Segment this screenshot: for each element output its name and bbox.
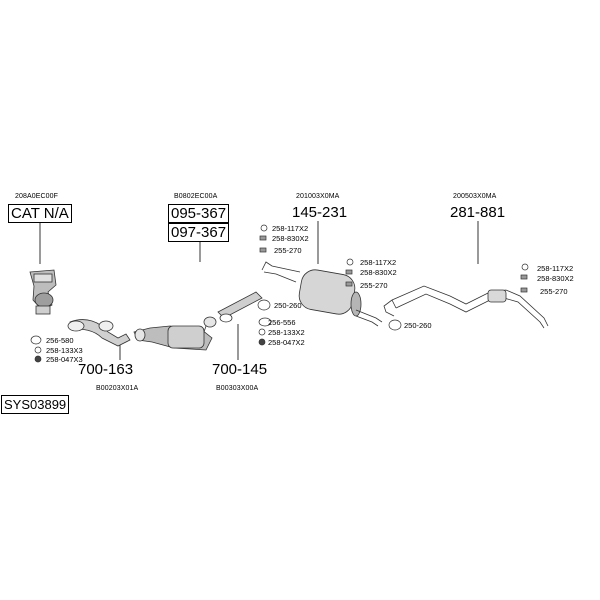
part-front-pipe[interactable]: 700-163 <box>78 361 134 378</box>
hw-inter-3[interactable]: 258-047X2 <box>268 338 305 347</box>
hw-muf-front-3[interactable]: 255-270 <box>274 246 302 255</box>
ref-rear: 200503X0MA <box>453 193 497 200</box>
ref-downpipe: B0802EC00A <box>174 193 218 200</box>
part-cat[interactable]: CAT N/A <box>8 204 72 223</box>
diagram-id: SYS03899 <box>1 395 70 414</box>
ref-muffler: 201003X0MA <box>296 193 340 200</box>
hw-muf-rear-2[interactable]: 258-830X2 <box>360 268 397 277</box>
part-downpipe-alt[interactable]: 097-367 <box>168 223 230 242</box>
hw-tail-3[interactable]: 255-270 <box>540 287 568 296</box>
front-pipe-shape <box>67 319 131 347</box>
clamp-icons <box>259 235 528 293</box>
hw-tail-1[interactable]: 258-117X2 <box>537 264 574 273</box>
ref-cat: 208A0EC00F <box>15 193 59 200</box>
hw-muf-rear-3[interactable]: 255-270 <box>360 281 388 290</box>
cat-converter-shape <box>29 269 57 315</box>
hw-muf-front-2[interactable]: 258-830X2 <box>272 234 309 243</box>
hw-muf-gasket[interactable]: 250-260 <box>404 321 432 330</box>
hw-muf-rear-1[interactable]: 258-117X2 <box>360 258 397 267</box>
part-intermediate[interactable]: 700-145 <box>212 361 268 378</box>
part-downpipe-main[interactable]: 095-367 <box>168 204 230 223</box>
hw-front-3[interactable]: 258-047X3 <box>46 355 83 364</box>
rear-pipe-shape <box>383 285 549 329</box>
hw-front-2[interactable]: 258-133X3 <box>46 346 83 355</box>
hw-gasket[interactable]: 250-260 <box>274 301 302 310</box>
muffler-shape <box>261 261 383 327</box>
hw-inter-2[interactable]: 258-133X2 <box>268 328 305 337</box>
part-muffler[interactable]: 145-231 <box>292 204 348 221</box>
ref-front-pipe: B00203X01A <box>96 385 139 392</box>
hw-muf-front-1[interactable]: 258-117X2 <box>272 224 309 233</box>
hw-front-1[interactable]: 256-580 <box>46 336 74 345</box>
gasket-icons <box>30 224 529 363</box>
hw-tail-2[interactable]: 258-830X2 <box>537 274 574 283</box>
part-rear[interactable]: 281-881 <box>450 204 506 221</box>
hw-inter-1[interactable]: 256-556 <box>268 318 296 327</box>
downpipe-converter-shape <box>133 316 217 351</box>
ref-intermediate: B00303X00A <box>216 385 259 392</box>
intermediate-pipe-shape <box>217 291 263 323</box>
